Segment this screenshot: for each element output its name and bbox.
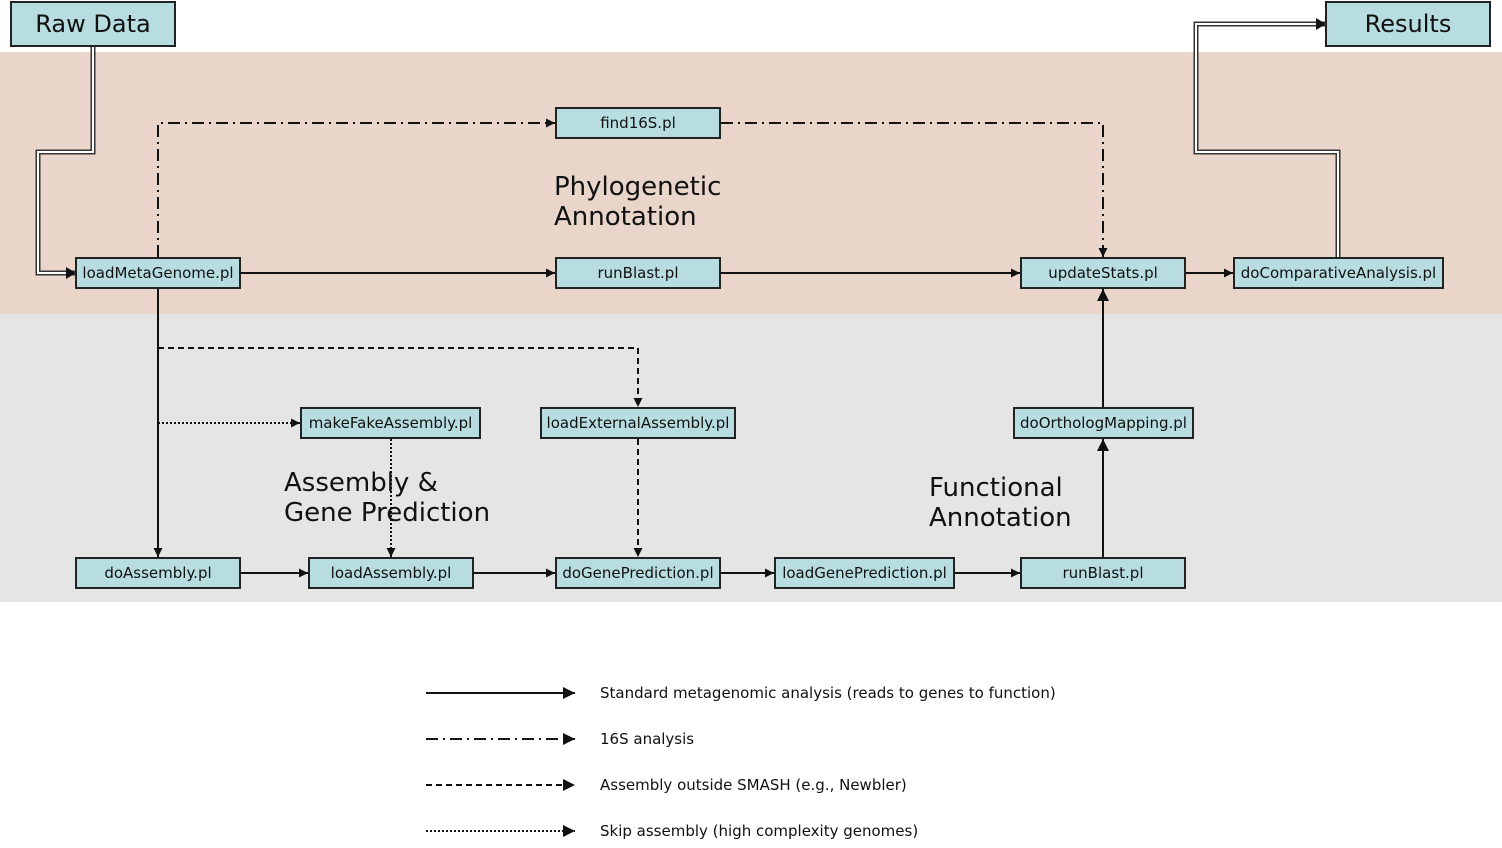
phylogenetic-label-line2: Annotation — [554, 202, 697, 232]
legend-standard-label: Standard metagenomic analysis (reads to … — [600, 684, 1056, 702]
loadgeneprediction-node: loadGenePrediction.pl — [774, 557, 955, 589]
functional-annotation-label: Functional Annotation — [929, 473, 1072, 533]
16s-analysis-connectors — [157, 118, 1108, 257]
legend-external-assembly-label: Assembly outside SMASH (e.g., Newbler) — [600, 776, 907, 794]
runblast-phylo-node: runBlast.pl — [555, 257, 721, 289]
find16s-node: find16S.pl — [555, 107, 721, 139]
legend-skip-assembly-label: Skip assembly (high complexity genomes) — [600, 822, 919, 840]
phylogenetic-annotation-label: Phylogenetic Annotation — [554, 172, 721, 232]
loadassembly-node: loadAssembly.pl — [308, 557, 474, 589]
assembly-label-line2: Gene Prediction — [284, 498, 491, 528]
phylogenetic-label-line1: Phylogenetic — [554, 172, 722, 202]
raw-data-node: Raw Data — [10, 1, 176, 47]
updatestats-node: updateStats.pl — [1020, 257, 1186, 289]
comparative-to-results-connector — [1193, 18, 1341, 257]
makefakeassembly-node: makeFakeAssembly.pl — [300, 407, 481, 439]
assembly-label-line1: Assembly & — [284, 468, 438, 498]
raw-to-loadmetagenome-connector — [35, 47, 96, 279]
external-assembly-connectors — [158, 347, 643, 557]
legend-16s-label: 16S analysis — [600, 730, 695, 748]
functional-label-line1: Functional — [929, 473, 1063, 503]
dogeneprediction-node: doGenePrediction.pl — [555, 557, 721, 589]
doassembly-node: doAssembly.pl — [75, 557, 241, 589]
legend-lines — [426, 687, 575, 837]
results-node: Results — [1325, 1, 1491, 47]
loadmetagenome-node: loadMetaGenome.pl — [75, 257, 241, 289]
loadexternalassembly-node: loadExternalAssembly.pl — [540, 407, 736, 439]
assembly-gene-prediction-label: Assembly & Gene Prediction — [284, 468, 490, 528]
doorthologmapping-node: doOrthologMapping.pl — [1013, 407, 1194, 439]
functional-label-line2: Annotation — [929, 503, 1072, 533]
runblast-functional-node: runBlast.pl — [1020, 557, 1186, 589]
docomparativeanalysis-node: doComparativeAnalysis.pl — [1233, 257, 1444, 289]
assembly-functional-band — [0, 314, 1502, 602]
